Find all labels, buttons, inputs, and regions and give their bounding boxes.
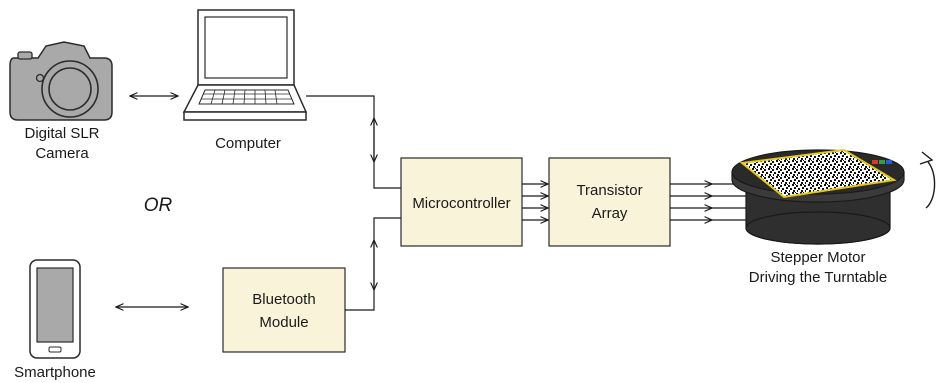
transistor-motor-links <box>670 184 748 220</box>
motor-label-line2: Driving the Turntable <box>749 269 887 286</box>
bluetooth-microcontroller-link <box>345 217 401 311</box>
laptop-icon <box>182 9 308 121</box>
camera-icon <box>9 41 113 121</box>
motor-label-line1: Stepper Motor <box>770 249 865 266</box>
transistor-label-line2: Array <box>592 205 628 222</box>
bluetooth-label-line1: Bluetooth <box>252 291 315 308</box>
computer-label: Computer <box>215 135 281 152</box>
microcontroller-label: Microcontroller <box>412 195 510 212</box>
camera-label-line1: Digital SLR <box>24 125 99 142</box>
bluetooth-module-box <box>222 267 346 353</box>
bluetooth-label-line2: Module <box>259 314 308 331</box>
camera-label-line2: Camera <box>35 145 89 162</box>
transistor-label-line1: Transistor <box>576 182 642 199</box>
smartphone-icon <box>29 259 81 359</box>
transistor-array-box <box>548 157 671 247</box>
turntable-icon <box>731 148 905 245</box>
microcontroller-transistor-links <box>522 184 548 220</box>
smartphone-label: Smartphone <box>14 364 96 381</box>
computer-microcontroller-link <box>306 95 401 189</box>
rotation-arrow-icon <box>919 151 936 209</box>
or-label: OR <box>144 195 173 216</box>
microcontroller-box <box>400 157 523 247</box>
